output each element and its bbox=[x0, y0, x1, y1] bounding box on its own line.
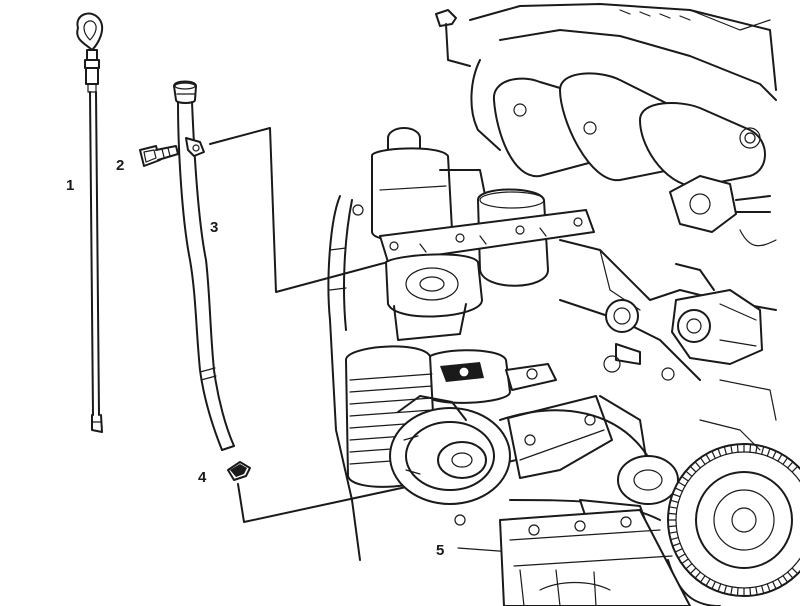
callout-1: 1 bbox=[66, 177, 74, 194]
gear-tooth bbox=[717, 583, 722, 593]
gear-tooth bbox=[669, 499, 679, 503]
gear-tooth bbox=[671, 542, 681, 547]
idle-valve bbox=[671, 263, 763, 365]
gear-tooth bbox=[667, 525, 677, 528]
ac-compressor bbox=[345, 345, 511, 505]
gear-tooth bbox=[766, 448, 771, 457]
gear-tooth bbox=[705, 453, 711, 462]
gear-tooth bbox=[749, 587, 752, 597]
intake-manifold bbox=[435, 3, 777, 247]
gear-tooth bbox=[685, 470, 693, 477]
gear-tooth bbox=[787, 461, 794, 469]
gear-tooth bbox=[677, 481, 686, 487]
gear-tooth bbox=[711, 580, 716, 590]
gear-tooth bbox=[668, 531, 678, 534]
gear-tooth bbox=[669, 536, 679, 541]
gear-tooth bbox=[736, 443, 739, 453]
gear-tooth bbox=[699, 457, 706, 465]
crank-pulley bbox=[667, 443, 800, 606]
gear-tooth bbox=[760, 446, 765, 455]
gear-tooth bbox=[760, 585, 765, 595]
throttle-body bbox=[425, 343, 641, 404]
gear-tooth bbox=[755, 586, 758, 596]
gear-tooth bbox=[787, 571, 794, 579]
gear-tooth bbox=[685, 563, 693, 570]
gear-tooth bbox=[717, 448, 722, 457]
gear-tooth bbox=[681, 558, 689, 565]
gear-tooth bbox=[736, 587, 739, 597]
gear-tooth bbox=[723, 446, 728, 455]
mounting-rail bbox=[379, 209, 595, 263]
gear-tooth bbox=[711, 450, 716, 459]
gear-tooth bbox=[671, 493, 681, 498]
gear-tooth bbox=[772, 450, 777, 459]
guide-tube bbox=[173, 80, 235, 451]
callout-4: 4 bbox=[198, 469, 207, 486]
seal-ring bbox=[227, 461, 251, 481]
gear-tooth bbox=[674, 487, 684, 492]
gear-tooth bbox=[705, 578, 711, 587]
gear-tooth bbox=[677, 553, 686, 559]
gear-tooth bbox=[699, 575, 706, 583]
gear-tooth bbox=[674, 548, 684, 553]
gear-tooth bbox=[791, 567, 799, 575]
gear-tooth bbox=[689, 567, 697, 575]
engine-block bbox=[327, 3, 800, 606]
callout-labels: 1 2 3 4 5 bbox=[66, 157, 444, 559]
callout-3: 3 bbox=[210, 219, 218, 236]
gear-tooth bbox=[782, 575, 789, 583]
gear-tooth bbox=[668, 506, 678, 509]
gear-tooth bbox=[730, 444, 733, 454]
gear-tooth bbox=[681, 475, 689, 482]
compressor-bracket bbox=[507, 395, 649, 479]
gear-tooth bbox=[777, 578, 783, 587]
bolt bbox=[139, 145, 179, 167]
gear-tooth bbox=[730, 586, 733, 596]
gear-tooth bbox=[694, 461, 701, 469]
block-details bbox=[352, 204, 777, 526]
gear-tooth bbox=[749, 443, 752, 453]
gear-tooth bbox=[689, 465, 697, 473]
gear-tooth bbox=[723, 585, 728, 595]
callout-2: 2 bbox=[116, 157, 124, 174]
pump-assembly bbox=[385, 253, 483, 341]
gear-tooth bbox=[772, 580, 777, 590]
gear-tooth bbox=[766, 583, 771, 593]
dipstick bbox=[76, 12, 104, 433]
gear-tooth bbox=[777, 453, 783, 462]
gear-tooth bbox=[782, 457, 789, 465]
callout-5: 5 bbox=[436, 542, 444, 559]
oil-pan bbox=[499, 509, 691, 606]
gear-tooth bbox=[694, 571, 701, 579]
gear-tooth bbox=[791, 465, 799, 473]
gear-tooth bbox=[667, 512, 677, 515]
